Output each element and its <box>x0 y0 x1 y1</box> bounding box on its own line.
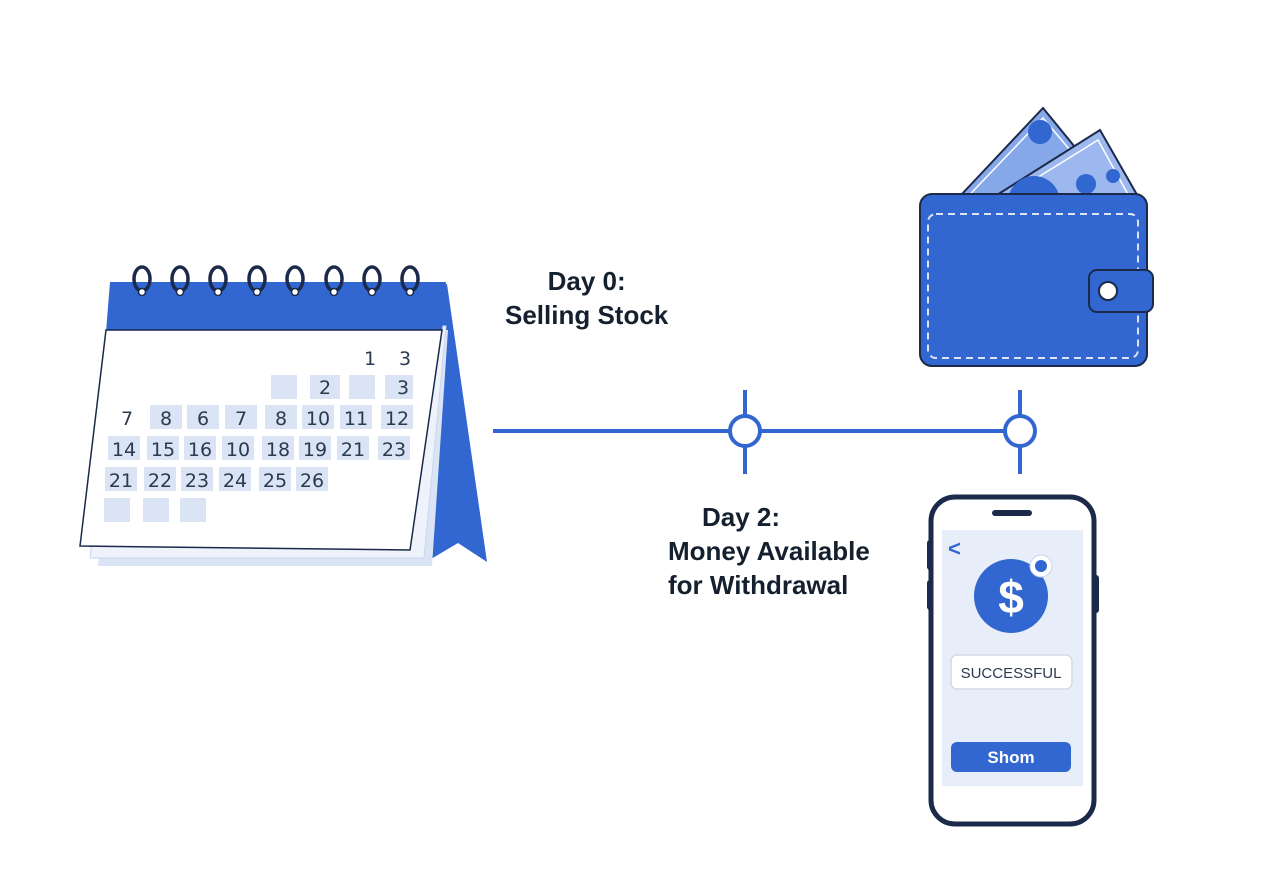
calendar-date-cell <box>271 375 297 399</box>
calendar-date-cell <box>108 436 140 460</box>
day0-subtitle: Selling Stock <box>505 300 669 330</box>
calendar-date: 24 <box>223 470 247 492</box>
calendar-date-cell <box>187 405 219 429</box>
calendar-date-cell <box>180 498 206 522</box>
calendar-date-cell <box>143 498 169 522</box>
calendar-date-cell <box>296 467 328 491</box>
calendar-date: 2 <box>319 377 331 399</box>
calendar-date-cell <box>222 436 254 460</box>
status-badge <box>950 654 1073 690</box>
calendar-ring-hole <box>405 287 415 297</box>
calendar-date: 12 <box>385 408 409 430</box>
calendar-date: 1 <box>364 348 376 370</box>
calendar-date-cell <box>378 436 410 460</box>
calendar-date: 3 <box>399 348 411 370</box>
calendar-date-cell <box>147 436 179 460</box>
calendar-ring-hole <box>367 287 377 297</box>
calendar-ring-hole <box>213 287 223 297</box>
calendar-date: 25 <box>263 470 287 492</box>
calendar-date-cell <box>381 405 413 429</box>
calendar-header <box>106 282 446 332</box>
calendar-date: 23 <box>382 439 406 461</box>
calendar-date: 14 <box>112 439 136 461</box>
day0-label: Day 0: Selling Stock <box>505 264 668 332</box>
calendar-date: 18 <box>266 439 290 461</box>
calendar-date-cell <box>299 436 331 460</box>
calendar-date-cell <box>349 375 375 399</box>
calendar-date: 10 <box>226 439 250 461</box>
calendar-date: 19 <box>303 439 327 461</box>
calendar-date: 23 <box>185 470 209 492</box>
calendar-date-cell <box>144 467 176 491</box>
dollar-sign: $ <box>998 571 1024 623</box>
timeline-node-day2 <box>728 414 762 448</box>
calendar-date: 21 <box>109 470 133 492</box>
calendar-date: 16 <box>188 439 212 461</box>
calendar-date-cell <box>184 436 216 460</box>
calendar-date-cell <box>385 375 413 399</box>
calendar-date: 3 <box>397 377 409 399</box>
calendar-ring-hole <box>252 287 262 297</box>
day0-title: Day 0: <box>547 266 626 296</box>
day2-line1: Money Available <box>668 536 870 566</box>
calendar-ring-hole <box>290 287 300 297</box>
calendar-date-cell <box>219 467 251 491</box>
calendar-date: 22 <box>148 470 172 492</box>
phone-speaker <box>992 510 1032 516</box>
calendar-date-cell <box>259 467 291 491</box>
calendar-date-cell <box>181 467 213 491</box>
dollar-circle-icon <box>974 559 1048 633</box>
calendar-date-cell <box>337 436 369 460</box>
calendar-rings <box>132 265 420 297</box>
day2-line2: for Withdrawal <box>668 570 849 600</box>
calendar-date-cell <box>225 405 257 429</box>
calendar-date-cell <box>310 375 340 399</box>
show-button[interactable] <box>951 742 1071 772</box>
calendar-ring-hole <box>175 287 185 297</box>
calendar-date: 10 <box>306 408 330 430</box>
show-button-label[interactable]: Shom <box>987 748 1034 767</box>
wallet <box>919 106 1154 367</box>
calendar-date: 26 <box>300 470 324 492</box>
calendar-date: 21 <box>341 439 365 461</box>
calendar-date-cell <box>104 498 130 522</box>
calendar-ring-hole <box>137 287 147 297</box>
calendar-date: 11 <box>344 408 368 430</box>
calendar-date: 8 <box>160 408 172 430</box>
smartphone: < $ SUCCESSFUL Shom <box>927 494 1099 827</box>
calendar-date: 7 <box>235 408 247 430</box>
status-badge-text: SUCCESSFUL <box>961 665 1062 682</box>
calendar-date-cell <box>262 436 294 460</box>
calendar-date: 8 <box>275 408 287 430</box>
day2-label: Day 2: Money Available for Withdrawal <box>668 500 870 602</box>
calendar-date: 7 <box>121 408 133 430</box>
calendar-date-cell <box>302 405 334 429</box>
calendar-date: 15 <box>151 439 175 461</box>
wallet-clasp-button <box>1098 281 1118 301</box>
calendar-date-cell <box>150 405 182 429</box>
calendar-date-cell <box>340 405 372 429</box>
wallet-clasp <box>1088 269 1154 313</box>
calendar-date: 6 <box>197 408 209 430</box>
back-icon[interactable]: < <box>948 536 961 561</box>
timeline <box>493 390 1037 474</box>
day2-title: Day 2: <box>702 502 781 532</box>
calendar-date-cell <box>105 467 137 491</box>
calendar-ring-hole <box>329 287 339 297</box>
timeline-node-end <box>1003 414 1037 448</box>
calendar-date-cell <box>265 405 297 429</box>
